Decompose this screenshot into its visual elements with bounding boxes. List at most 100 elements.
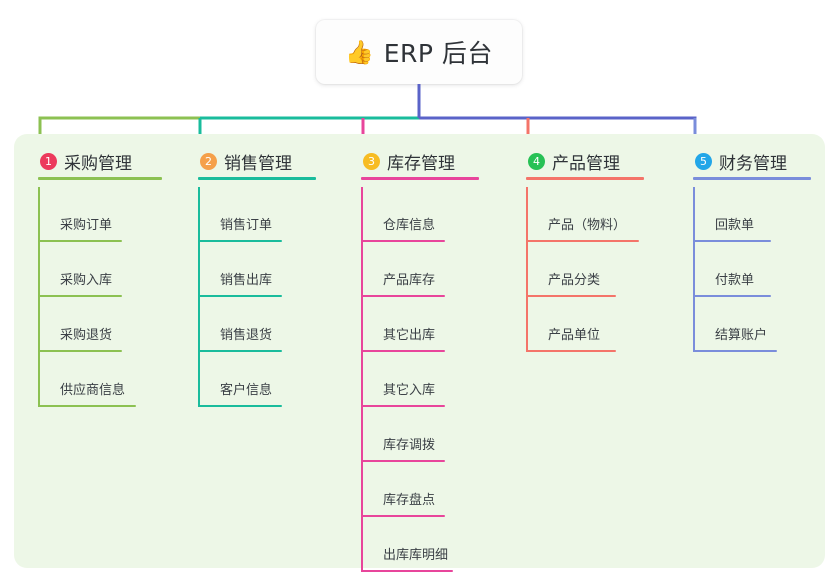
branch-item[interactable]: 供应商信息 (38, 352, 179, 407)
branch-item-underline (38, 295, 122, 297)
branch-spine (38, 187, 40, 407)
thumbs-up-icon: 👍 (345, 39, 374, 66)
branch-item-underline (693, 240, 771, 242)
branch-title: 库存管理 (387, 153, 455, 174)
branch-item-underline (693, 350, 777, 352)
root-node[interactable]: 👍 ERP 后台 (316, 20, 522, 84)
branch-item-underline (361, 405, 445, 407)
branch-item-underline (526, 295, 616, 297)
branch-item-label: 产品单位 (548, 328, 601, 343)
branch-spine (526, 187, 528, 352)
branch-header-1[interactable]: 1 采购管理 (38, 146, 179, 180)
branch-item-underline (526, 350, 616, 352)
branch-title: 采购管理 (64, 153, 132, 174)
branch-title: 财务管理 (719, 153, 787, 174)
branch-item[interactable]: 产品分类 (526, 242, 676, 297)
branch-spine (361, 187, 363, 572)
branch-header-3[interactable]: 3 库存管理 (361, 146, 509, 180)
branch-item[interactable]: 销售订单 (198, 187, 344, 242)
branch-title: 产品管理 (552, 153, 620, 174)
branch-item-underline (38, 240, 122, 242)
branch-underline (198, 177, 316, 180)
branch-item-underline (38, 405, 136, 407)
branch-item-label: 采购订单 (60, 218, 113, 233)
branch-number-badge: 3 (363, 152, 380, 170)
branch-header-4[interactable]: 4 产品管理 (526, 146, 676, 180)
branch-item-label: 付款单 (715, 273, 755, 288)
branch-item[interactable]: 库存盘点 (361, 462, 509, 517)
branch-underline (361, 177, 479, 180)
branch-item-label: 出库库明细 (383, 548, 449, 563)
branch-item-underline (38, 350, 122, 352)
branch-item-underline (693, 295, 771, 297)
branch-item-label: 供应商信息 (60, 383, 126, 398)
branch-item-underline (361, 295, 445, 297)
branch-item[interactable]: 采购订单 (38, 187, 179, 242)
branch-column-5: 5 财务管理回款单付款单结算账户 (676, 134, 825, 568)
branch-item-label: 仓库信息 (383, 218, 436, 233)
branch-number-badge: 5 (695, 152, 712, 170)
branch-title: 销售管理 (224, 153, 292, 174)
branch-item-underline (361, 515, 445, 517)
branch-spine (693, 187, 695, 352)
branch-underline (38, 177, 162, 180)
branch-header-2[interactable]: 2 销售管理 (198, 146, 344, 180)
branch-item-label: 销售出库 (220, 273, 273, 288)
branch-item-underline (198, 240, 282, 242)
branch-item-label: 库存调拨 (383, 438, 436, 453)
branch-item[interactable]: 销售出库 (198, 242, 344, 297)
branch-column-4: 4 产品管理产品（物料） 产品分类产品单位 (509, 134, 676, 568)
branch-item[interactable]: 其它出库 (361, 297, 509, 352)
branch-item[interactable]: 仓库信息 (361, 187, 509, 242)
branch-item[interactable]: 产品库存 (361, 242, 509, 297)
branch-item[interactable]: 其它入库 (361, 352, 509, 407)
branch-item-label: 回款单 (715, 218, 755, 233)
branch-column-2: 2 销售管理销售订单销售出库销售退货客户信息 (179, 134, 344, 568)
branch-underline (526, 177, 644, 180)
branch-item-underline (198, 405, 282, 407)
branch-number-badge: 4 (528, 152, 545, 170)
branch-number-badge: 2 (200, 152, 217, 170)
branch-item-label: 销售订单 (220, 218, 273, 233)
branch-item-underline (361, 350, 445, 352)
branch-item-label: 产品库存 (383, 273, 436, 288)
branch-number-badge: 1 (40, 152, 57, 170)
branch-item-label: 采购入库 (60, 273, 113, 288)
branch-column-1: 1 采购管理采购订单采购入库采购退货供应商信息 (14, 134, 179, 568)
branch-item-label: 客户信息 (220, 383, 273, 398)
branch-item[interactable]: 产品（物料） (526, 187, 676, 242)
branch-item-underline (361, 240, 445, 242)
branch-item[interactable]: 库存调拨 (361, 407, 509, 462)
branch-item[interactable]: 出库库明细 (361, 517, 509, 572)
branch-item-label: 采购退货 (60, 328, 113, 343)
branch-items: 采购订单采购入库采购退货供应商信息 (38, 187, 179, 407)
branch-item-label: 结算账户 (715, 328, 768, 343)
branch-item-label: 产品（物料） (548, 218, 627, 233)
branch-items: 仓库信息产品库存其它出库其它入库库存调拨库存盘点出库库明细 (361, 187, 509, 572)
branch-item[interactable]: 采购入库 (38, 242, 179, 297)
branch-item-underline (198, 350, 282, 352)
branch-item[interactable]: 结算账户 (693, 297, 825, 352)
branch-item-label: 其它出库 (383, 328, 436, 343)
branch-item[interactable]: 产品单位 (526, 297, 676, 352)
branch-item-label: 其它入库 (383, 383, 436, 398)
branch-item[interactable]: 付款单 (693, 242, 825, 297)
branch-items: 回款单付款单结算账户 (693, 187, 825, 352)
branch-header-5[interactable]: 5 财务管理 (693, 146, 825, 180)
branch-item-label: 产品分类 (548, 273, 601, 288)
branch-underline (693, 177, 811, 180)
branch-spine (198, 187, 200, 407)
branch-item[interactable]: 销售退货 (198, 297, 344, 352)
branch-items: 销售订单销售出库销售退货客户信息 (198, 187, 344, 407)
root-title: ERP 后台 (383, 39, 493, 68)
branch-item-underline (361, 460, 445, 462)
branch-items: 产品（物料） 产品分类产品单位 (526, 187, 676, 352)
branch-item[interactable]: 客户信息 (198, 352, 344, 407)
branch-item-underline (526, 240, 639, 242)
branch-item[interactable]: 采购退货 (38, 297, 179, 352)
branch-item[interactable]: 回款单 (693, 187, 825, 242)
branch-item-label: 库存盘点 (383, 493, 436, 508)
branch-column-3: 3 库存管理仓库信息产品库存其它出库其它入库库存调拨库存盘点出库库明细 (344, 134, 509, 572)
branch-item-label: 销售退货 (220, 328, 273, 343)
